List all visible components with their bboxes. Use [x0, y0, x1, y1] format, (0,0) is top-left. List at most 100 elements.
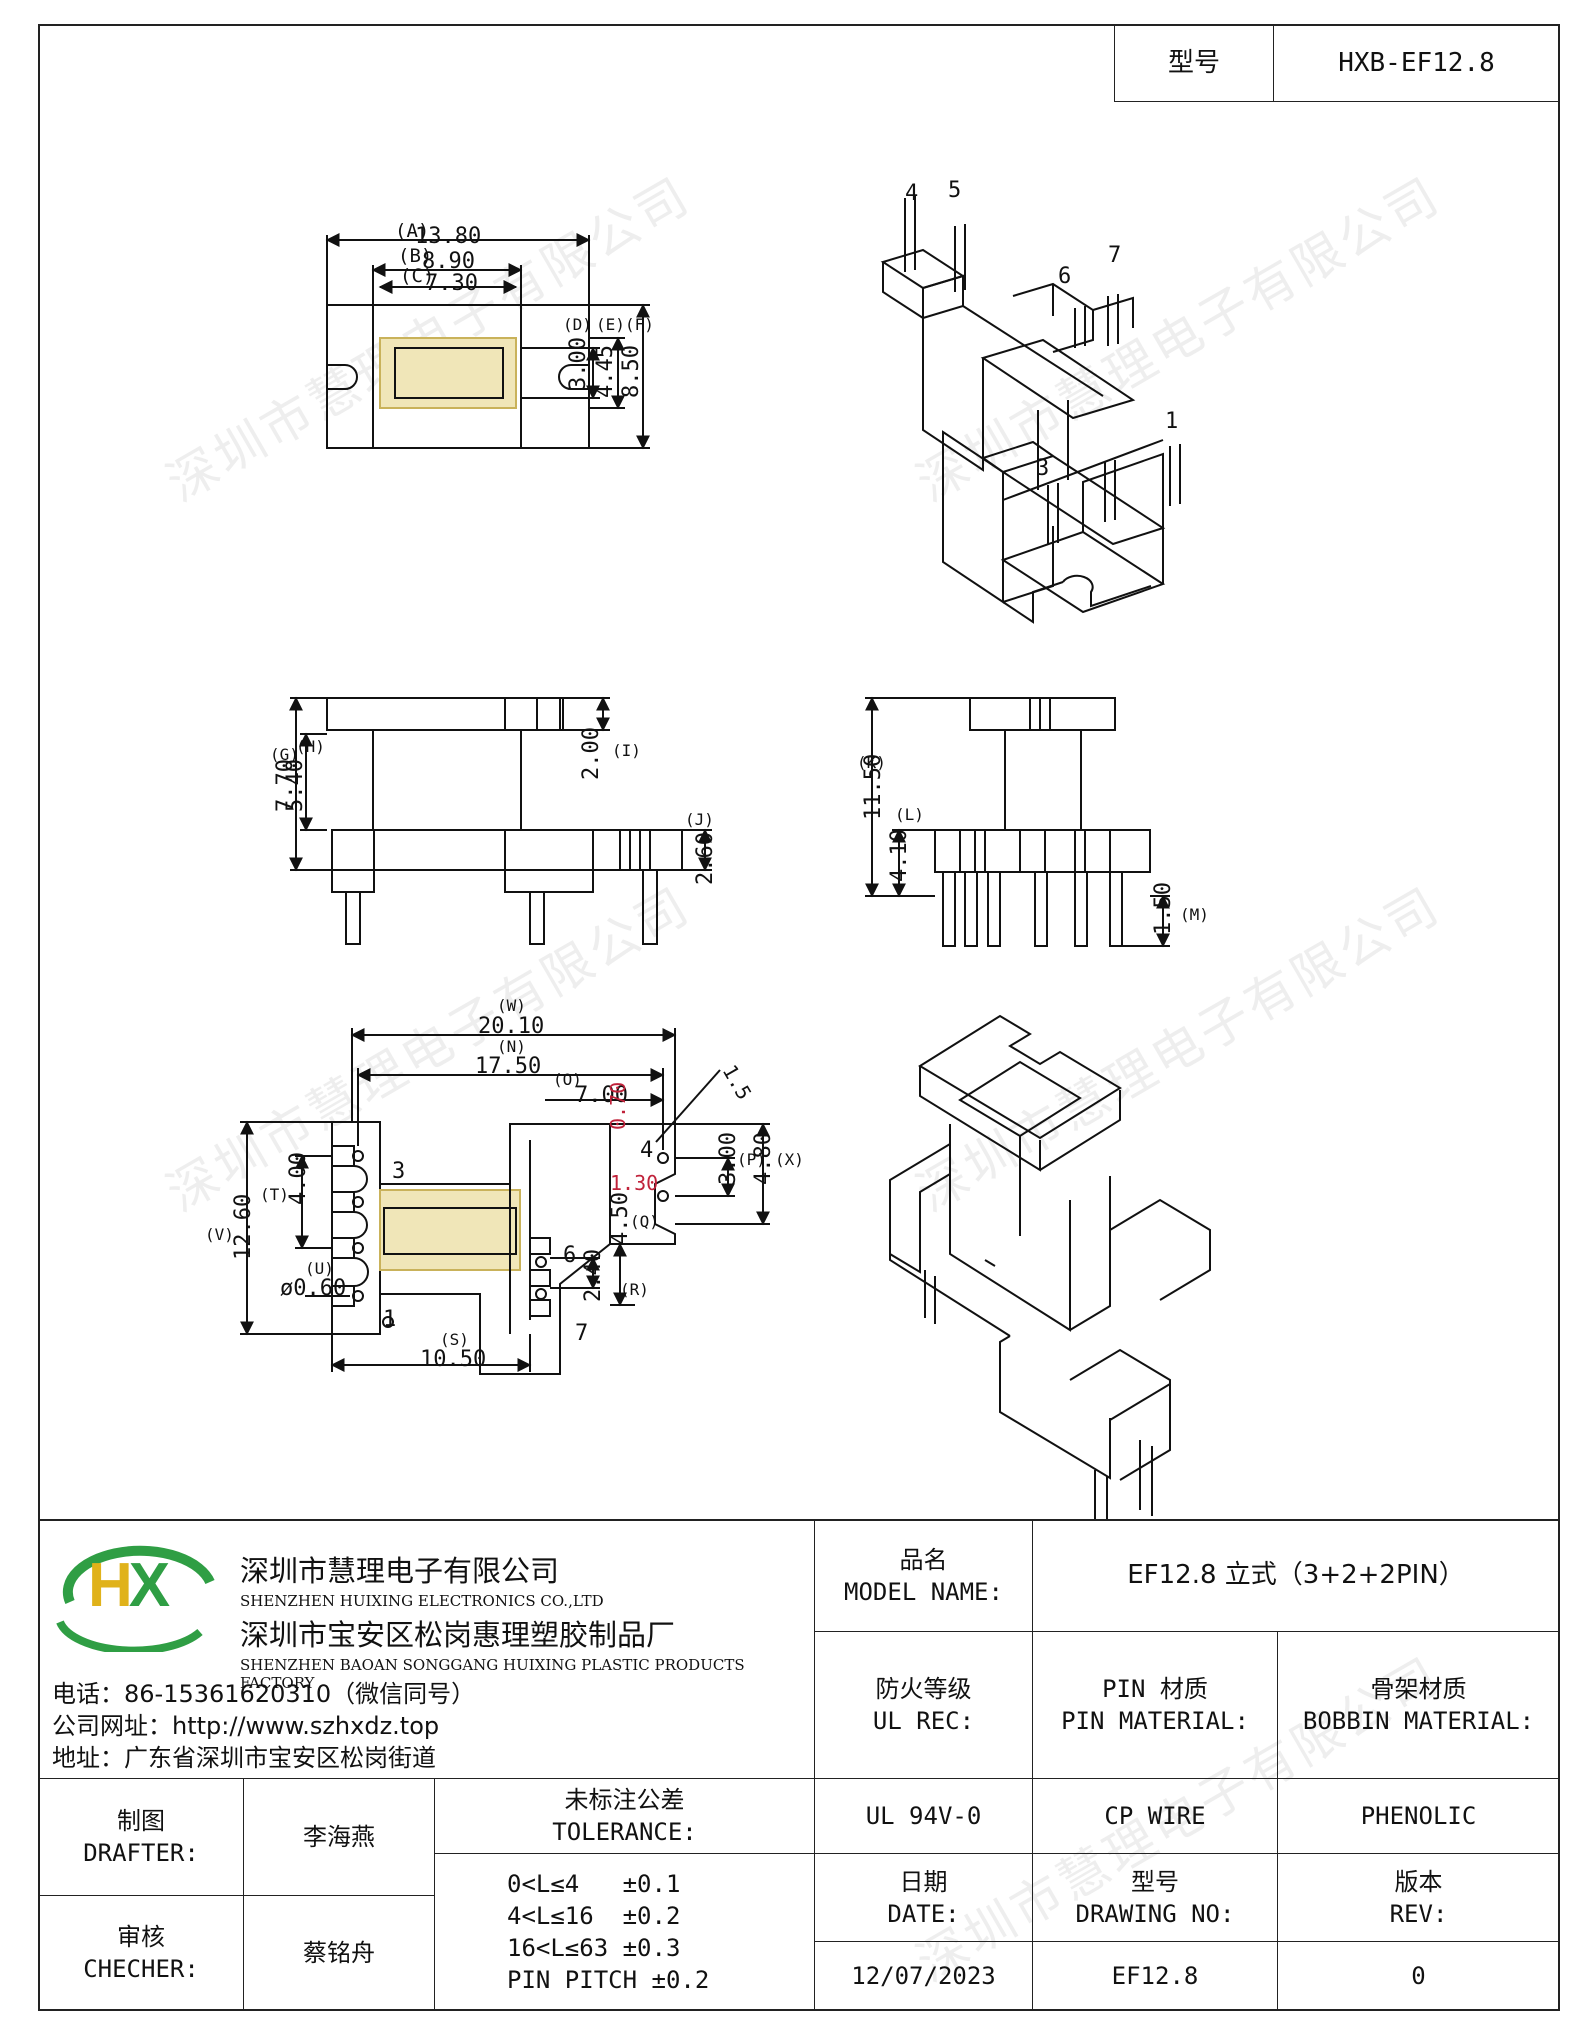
dim-label-u: (U) — [305, 1259, 334, 1278]
rev-label-en: REV: — [1389, 1899, 1448, 1928]
tolerance-line: 4<L≤16 ±0.2 — [507, 1902, 681, 1930]
dim-label-o: (O) — [553, 1070, 582, 1089]
rev-label-cell: 版本 REV: — [1277, 1853, 1560, 1942]
tolerance-line: 0<L≤4 ±0.1 — [507, 1870, 681, 1898]
drafter-name: 李海燕 — [303, 1823, 375, 1851]
side-view — [865, 696, 1170, 948]
pin-material-value-cell: CP WIRE — [1032, 1778, 1278, 1854]
bobbin-material-label-cell: 骨架材质 BOBBIN MATERIAL: — [1277, 1631, 1560, 1779]
dim-label-e: (E) — [596, 315, 625, 334]
checker-name-cell: 蔡铭舟 — [243, 1895, 435, 2011]
drafter-name-cell: 李海燕 — [243, 1778, 435, 1896]
dim-value-l: 4.10 — [887, 829, 912, 882]
iso-pin-1: 1 — [1165, 409, 1178, 434]
drawing-no-value: EF12.8 — [1111, 1962, 1199, 1990]
model-label: 型号 — [1167, 47, 1220, 78]
company-website: 公司网址：http://www.szhxdz.top — [52, 1712, 440, 1740]
engineering-drawing: (A) 13.80 (B) 8.90 (C) 7.30 3.00 4.45 8.… — [205, 178, 1211, 1520]
dim-value-r: 2.40 — [581, 1249, 606, 1302]
checker-label-en: CHECHER: — [83, 1955, 199, 1983]
dim-label-p: (P) — [737, 1150, 766, 1169]
dim-label-i: (I) — [612, 741, 641, 760]
bobbin-material-value-cell: PHENOLIC — [1277, 1778, 1560, 1854]
iso-pin-7: 7 — [1108, 243, 1121, 268]
top-slot-left — [327, 364, 358, 390]
date-label-cn: 日期 — [899, 1867, 948, 1896]
iso-pin-4: 4 — [905, 181, 918, 206]
pin-material-label-cn: PIN 材质 — [1102, 1675, 1208, 1703]
dim-label-r: (R) — [620, 1280, 649, 1299]
model-name-label-en: MODEL NAME: — [844, 1577, 1003, 1606]
pin-material-value: CP WIRE — [1104, 1802, 1206, 1830]
front-view — [289, 696, 712, 945]
dim-label-w: (W) — [497, 996, 526, 1015]
iso-pin-3: 3 — [1036, 456, 1049, 481]
dim-value-d: 3.00 — [566, 337, 591, 390]
iso-pin-6: 6 — [1058, 264, 1071, 289]
dim-value-n: 17.50 — [475, 1054, 541, 1079]
bobbin-material-label-cn: 骨架材质 — [1370, 1675, 1467, 1703]
date-label-en: DATE: — [887, 1899, 960, 1928]
factory-name-en: SHENZHEN BAOAN SONGGANG HUIXING PLASTIC … — [240, 1656, 745, 1692]
drafter-label-cn: 制图 — [117, 1807, 165, 1835]
dim-value-f: 8.50 — [619, 345, 644, 398]
tolerance-label-en: TOLERANCE: — [552, 1818, 697, 1846]
dim-label-f: (F) — [625, 315, 654, 334]
tolerance-label-cn: 未标注公差 — [564, 1786, 685, 1814]
model-name-label-cn: 品名 — [899, 1545, 948, 1574]
ul-value: UL 94V-0 — [865, 1802, 982, 1830]
checker-name: 蔡铭舟 — [303, 1939, 375, 1967]
model-name-label-cell: 品名 MODEL NAME: — [814, 1519, 1033, 1632]
factory-name-cn: 深圳市宝安区松岗惠理塑胶制品厂 — [240, 1618, 676, 1652]
date-value-cell: 12/07/2023 — [814, 1941, 1033, 2011]
bottom-pin-6: 6 — [563, 1243, 576, 1268]
model-name-value: EF12.8 立式（3+2+2PIN） — [1127, 1560, 1465, 1590]
dim-label-l: (L) — [895, 805, 924, 824]
bottom-pin-1: 1 — [383, 1307, 396, 1332]
model-value: HXB-EF12.8 — [1338, 47, 1495, 78]
dim-label-v: (V) — [205, 1225, 234, 1244]
top-slot-right — [558, 364, 589, 390]
company-address: 地址：广东省深圳市宝安区松岗街道 — [52, 1744, 436, 1772]
dim-value-k: 11.50 — [861, 754, 886, 820]
pin-material-label-en: PIN MATERIAL: — [1061, 1707, 1249, 1735]
dim-label-x: (X) — [775, 1150, 804, 1169]
ul-label-cell: 防火等级 UL REC: — [814, 1631, 1033, 1779]
dim-label-a: (A) — [395, 220, 429, 242]
dim-value-j: 2.60 — [693, 832, 718, 885]
pin-material-label-cell: PIN 材质 PIN MATERIAL: — [1032, 1631, 1278, 1779]
bottom-view — [240, 1028, 770, 1375]
bottom-pin-4: 4 — [640, 1138, 653, 1163]
dim-value-e: 4.45 — [593, 345, 618, 398]
dim-value-m: 1.50 — [1151, 882, 1176, 935]
bottom-pin-3: 3 — [392, 1159, 405, 1184]
top-core — [394, 347, 504, 399]
company-panel: HX 深圳市慧理电子有限公司 SHENZHEN HUIXING ELECTRON… — [38, 1520, 814, 1780]
dim-value-c: 7.30 — [425, 271, 478, 296]
ul-label-en: UL REC: — [872, 1707, 975, 1735]
bottom-pin-7: 7 — [575, 1321, 588, 1346]
dim-label-c: (C) — [400, 265, 434, 287]
top-window — [379, 337, 517, 409]
drawing-no-label-cell: 型号 DRAWING NO: — [1032, 1853, 1278, 1942]
dim-label-n: (N) — [497, 1037, 526, 1056]
dim-value-s: 10.50 — [420, 1347, 486, 1372]
dim-value-x: 4.80 — [751, 1132, 776, 1185]
dim-value-a: 13.80 — [415, 224, 481, 249]
dim-value-pin-size: 1.5 — [718, 1061, 757, 1104]
dim-value-q: 4.50 — [608, 1192, 633, 1245]
dim-label-t: (T) — [260, 1185, 289, 1204]
ul-value-cell: UL 94V-0 — [814, 1778, 1033, 1854]
dim-label-m: (M) — [1180, 905, 1209, 924]
ul-label-cn: 防火等级 — [875, 1675, 972, 1703]
dim-value-o: 7.00 — [575, 1083, 628, 1108]
tolerance-line: 16<L≤63 ±0.3 — [507, 1934, 681, 1962]
dim-value-u: ø0.60 — [280, 1276, 346, 1301]
company-logo — [56, 1545, 215, 1652]
dim-value-p: 3.00 — [716, 1132, 741, 1185]
top-flange — [372, 304, 522, 449]
model-label-cell: 型号 — [1114, 24, 1274, 102]
dim-value-red-lower: 1.30 — [610, 1171, 658, 1195]
company-phone: 电话：86-15361620310（微信同号） — [52, 1680, 476, 1708]
titleblock-top-rule — [38, 1519, 1560, 1521]
